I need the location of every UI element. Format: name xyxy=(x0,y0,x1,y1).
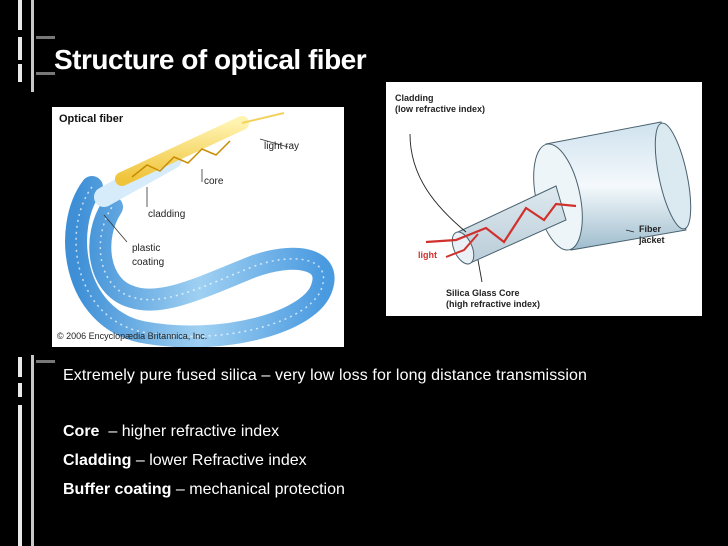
label-fiber: Fiber xyxy=(639,224,662,234)
label-coating: coating xyxy=(132,257,165,268)
fiber-cross-section-diagram: Cladding (low refractive index) Fiber ja… xyxy=(386,82,702,316)
optical-fiber-illustration: Optical fiber light ray core cladding pl… xyxy=(52,107,344,348)
label-core: core xyxy=(204,176,224,187)
list-item-buffer: Buffer coating – mechanical protection xyxy=(63,481,345,499)
label-jacket: jacket xyxy=(639,235,665,245)
figure-title: Optical fiber xyxy=(59,113,124,125)
decor-tick xyxy=(36,360,55,363)
decor-bar xyxy=(18,37,22,60)
term: Buffer coating xyxy=(63,481,172,498)
label-core-note: (high refractive index) xyxy=(446,299,541,309)
decor-bar xyxy=(18,405,22,546)
intro-line: Extremely pure fused silica – very low l… xyxy=(63,367,588,384)
term: Cladding xyxy=(63,452,132,469)
decor-bar xyxy=(18,0,22,30)
term: Core xyxy=(63,423,100,440)
definition: – higher refractive index xyxy=(99,423,280,440)
list-item-core: Core – higher refractive index xyxy=(63,423,279,441)
label-cladding-title: Cladding xyxy=(395,93,434,103)
fiber-coil-drawing xyxy=(65,112,335,348)
decor-bar xyxy=(18,357,22,377)
definition: – mechanical protection xyxy=(171,481,345,498)
label-light: light xyxy=(418,250,437,260)
decor-tick xyxy=(36,72,55,75)
slide-title: Structure of optical fiber xyxy=(54,44,367,75)
label-cladding: cladding xyxy=(148,209,186,220)
decor-line xyxy=(31,0,34,92)
label-plastic: plastic xyxy=(132,243,161,254)
decor-line xyxy=(31,355,34,546)
list-item-cladding: Cladding – lower Refractive index xyxy=(63,452,307,470)
label-cladding-note: (low refractive index) xyxy=(395,104,486,114)
label-light-ray: light ray xyxy=(264,141,300,152)
decor-bar xyxy=(18,64,22,82)
fiber-cylinder-drawing xyxy=(409,121,692,283)
figure-credit: © 2006 Encyclopædia Britannica, Inc. xyxy=(57,331,208,341)
decor-bar xyxy=(18,383,22,397)
definition: – lower Refractive index xyxy=(131,452,307,469)
decor-tick xyxy=(36,36,55,39)
label-core-title: Silica Glass Core xyxy=(446,288,520,298)
